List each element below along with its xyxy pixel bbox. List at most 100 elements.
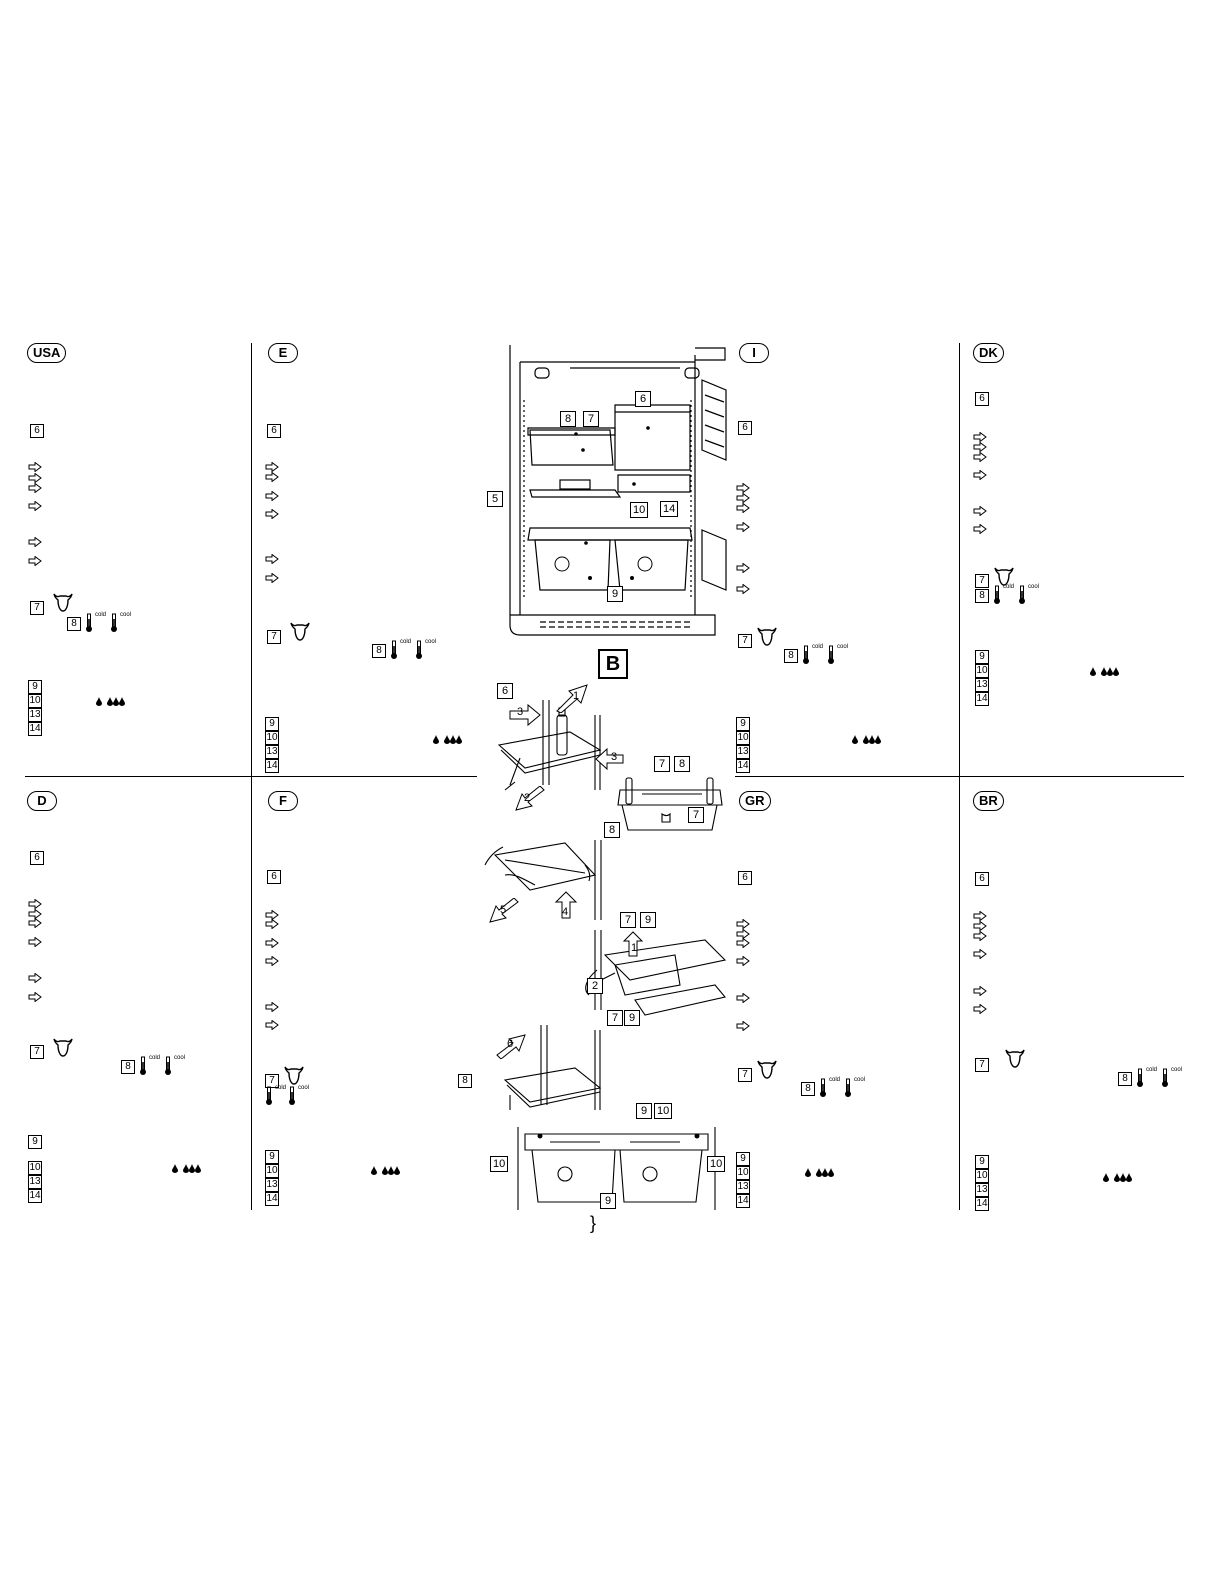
item-number-6: 6 [975,872,989,886]
cool-label: cool [837,644,849,650]
item-number-10: 10 [736,731,750,745]
item-number-14: 14 [265,759,279,773]
arrow-icon [265,462,279,472]
figure-letter: B [598,649,628,679]
item-number-8: 8 [975,589,989,603]
arrow-icon [736,493,750,503]
arrow-icon [973,931,987,941]
cold-label: cold [1146,1067,1158,1073]
cold-label: cold [1003,584,1015,590]
thermometer-cold-icon [819,1078,827,1098]
crisper-humidity-illustration [517,1127,716,1210]
item-number-13: 13 [975,1183,989,1197]
thermometer-cold-icon [802,645,810,665]
arrow-icon [28,501,42,511]
cold-label: cold [829,1077,841,1083]
drop-icon [1090,667,1096,676]
item-number-7: 7 [738,634,752,648]
item-number-6: 6 [267,424,281,438]
callout-14: 14 [660,501,679,517]
arrow-3b-icon [595,747,624,771]
item-number-14: 14 [975,692,989,706]
callout-9: 9 [624,1010,640,1026]
item-number-10: 10 [28,1161,42,1175]
arrow-icon [736,938,750,948]
item-number-7: 7 [30,601,44,615]
arrow-5-icon [489,898,519,923]
item-number-10: 10 [736,1166,750,1180]
meat-icon [52,591,74,613]
drop-icon [456,735,462,744]
cold-label: cold [95,612,107,618]
arrow-icon [28,973,42,983]
arrow-icon [973,432,987,442]
arrow-icon [736,584,750,594]
item-number-10: 10 [975,664,989,678]
refrigerator-interior-illustration [509,345,727,636]
arrow-icon [28,473,42,483]
callout-10: 10 [630,502,649,518]
thermometer-cold-icon [1136,1068,1144,1088]
drop-icon [371,1166,377,1175]
item-number-7: 7 [267,630,281,644]
item-number-9: 9 [265,717,279,731]
item-number-9: 9 [736,1152,750,1166]
drop-icon [1113,667,1119,676]
drop-icon [195,1164,201,1173]
arrow-icon [28,937,42,947]
arrow-icon [28,483,42,493]
cold-label: cold [149,1055,161,1061]
arrow-icon [973,524,987,534]
item-number-8: 8 [67,617,81,631]
callout-6: 6 [497,683,513,699]
cool-label: cool [298,1085,310,1091]
thermometer-cold-icon [85,613,93,633]
item-number-7: 7 [265,1074,279,1088]
arrow-icon [736,522,750,532]
arrow-icon [265,491,279,501]
drop-icon [1103,1173,1109,1182]
cold-label: cold [275,1085,287,1091]
arrow-icon [973,949,987,959]
arrow-icon [265,554,279,564]
callout-7: 7 [620,912,636,928]
drop-icon [119,697,125,706]
callout-7: 7 [688,807,704,823]
cold-label: cold [812,644,824,650]
item-number-6: 6 [267,870,281,884]
arrow-1-icon [556,684,588,713]
step-label-3: 3 [517,706,524,718]
arrow-icon [28,899,42,909]
item-number-8: 8 [372,644,386,658]
callout-9: 9 [607,586,623,602]
item-number-8: 8 [458,1074,472,1088]
callout-7: 7 [583,411,599,427]
thermometer-cold-icon [390,640,398,660]
meat-icon [1004,1047,1026,1069]
arrow-icon [973,442,987,452]
arrow-icon [973,470,987,480]
arrow-icon [736,483,750,493]
meat-icon [283,1064,305,1086]
language-badge-br: BR [973,791,1004,811]
item-number-10: 10 [28,694,42,708]
callout-8: 8 [560,411,576,427]
callout-2: 2 [587,978,603,994]
callout-8: 8 [674,756,690,772]
item-number-10: 10 [265,731,279,745]
item-number-14: 14 [736,1194,750,1208]
language-badge-gr: GR [739,791,771,811]
thermometer-cool-icon [288,1086,296,1106]
thermometer-cold-icon [139,1056,147,1076]
row-divider [25,776,477,777]
item-number-7: 7 [30,1045,44,1059]
arrow-4-icon [554,891,578,919]
item-number-6: 6 [975,392,989,406]
step-label-4: 4 [562,906,569,918]
item-number-7: 7 [975,1058,989,1072]
cool-label: cool [174,1055,186,1061]
drop-icon [96,697,102,706]
item-number-14: 14 [265,1192,279,1206]
item-number-14: 14 [28,1189,42,1203]
language-badge-usa: USA [27,343,67,363]
